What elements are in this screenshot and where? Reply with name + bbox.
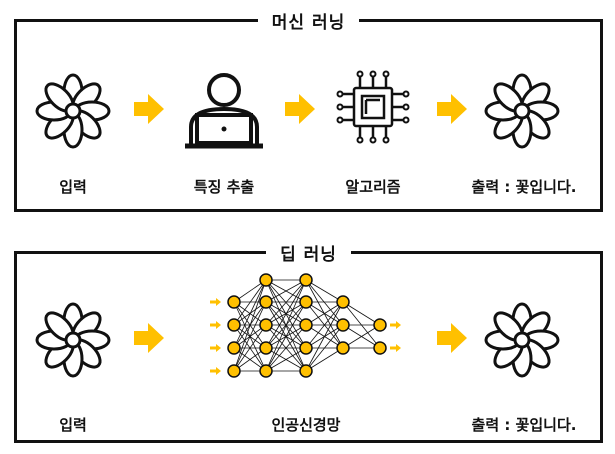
network-node	[299, 341, 313, 355]
network-node	[299, 295, 313, 309]
network-node	[227, 341, 241, 355]
network-connection	[265, 301, 307, 372]
network-node	[227, 364, 241, 378]
network-node	[299, 318, 313, 332]
network-connection	[305, 279, 344, 326]
network-connection	[233, 279, 267, 326]
network-connection	[233, 279, 267, 349]
network-connection	[342, 324, 381, 349]
ml-algorithm-label: 알고리즘	[345, 178, 401, 196]
network-connection	[305, 301, 344, 372]
signal-arrow-icon	[210, 344, 221, 352]
network-connection	[305, 279, 344, 303]
deep-learning-title-wrap: 딥 러닝	[17, 240, 600, 265]
arrow-right-icon	[134, 323, 164, 353]
network-connection	[305, 301, 344, 326]
signal-arrow-icon	[210, 321, 221, 329]
network-node	[259, 341, 273, 355]
signal-arrow-icon	[210, 298, 221, 306]
network-connection	[342, 301, 381, 326]
signal-arrow-icon	[390, 321, 401, 329]
cpu-chip-icon	[336, 70, 410, 144]
network-node	[259, 364, 273, 378]
network-connection	[265, 279, 307, 372]
network-connection	[265, 347, 307, 372]
network-connection	[265, 279, 307, 326]
network-connection	[265, 324, 307, 372]
arrow-right-icon	[285, 94, 315, 124]
network-connection	[305, 279, 344, 349]
neural-network-icon	[210, 273, 401, 378]
ml-feature-extraction-label: 특징 추출	[193, 178, 255, 196]
network-connection	[233, 279, 267, 372]
network-connection	[233, 324, 267, 372]
network-connection	[305, 301, 344, 349]
ml-input-label: 입력	[59, 178, 87, 196]
arrow-right-icon	[437, 94, 467, 124]
flower-icon	[484, 302, 560, 378]
network-connection	[265, 279, 307, 303]
person-laptop-icon	[185, 73, 263, 149]
deep-learning-title: 딥 러닝	[266, 245, 351, 265]
ml-output-label: 출력 : 꽃입니다.	[471, 178, 577, 196]
network-node	[227, 318, 241, 332]
flower-icon	[35, 73, 111, 149]
network-connection	[265, 279, 307, 349]
network-node	[373, 341, 387, 355]
network-node	[336, 318, 350, 332]
arrow-right-icon	[134, 94, 164, 124]
network-node	[336, 341, 350, 355]
network-connection	[305, 324, 344, 372]
flower-icon	[35, 302, 111, 378]
signal-arrow-icon	[390, 344, 401, 352]
dl-input-label: 입력	[59, 416, 87, 434]
network-node	[259, 318, 273, 332]
arrow-right-icon	[437, 323, 467, 353]
dl-neural-network-label: 인공신경망	[271, 416, 341, 434]
network-node	[336, 295, 350, 309]
network-node	[259, 273, 273, 287]
network-node	[299, 364, 313, 378]
dl-output-label: 출력 : 꽃입니다.	[471, 416, 577, 434]
network-connection	[305, 347, 344, 372]
network-node	[299, 273, 313, 287]
flower-icon	[484, 73, 560, 149]
network-node	[259, 295, 273, 309]
machine-learning-title: 머신 러닝	[257, 13, 360, 33]
signal-arrow-icon	[210, 367, 221, 375]
network-node	[227, 295, 241, 309]
network-node	[373, 318, 387, 332]
machine-learning-title-wrap: 머신 러닝	[17, 8, 600, 33]
network-connection	[233, 301, 267, 372]
